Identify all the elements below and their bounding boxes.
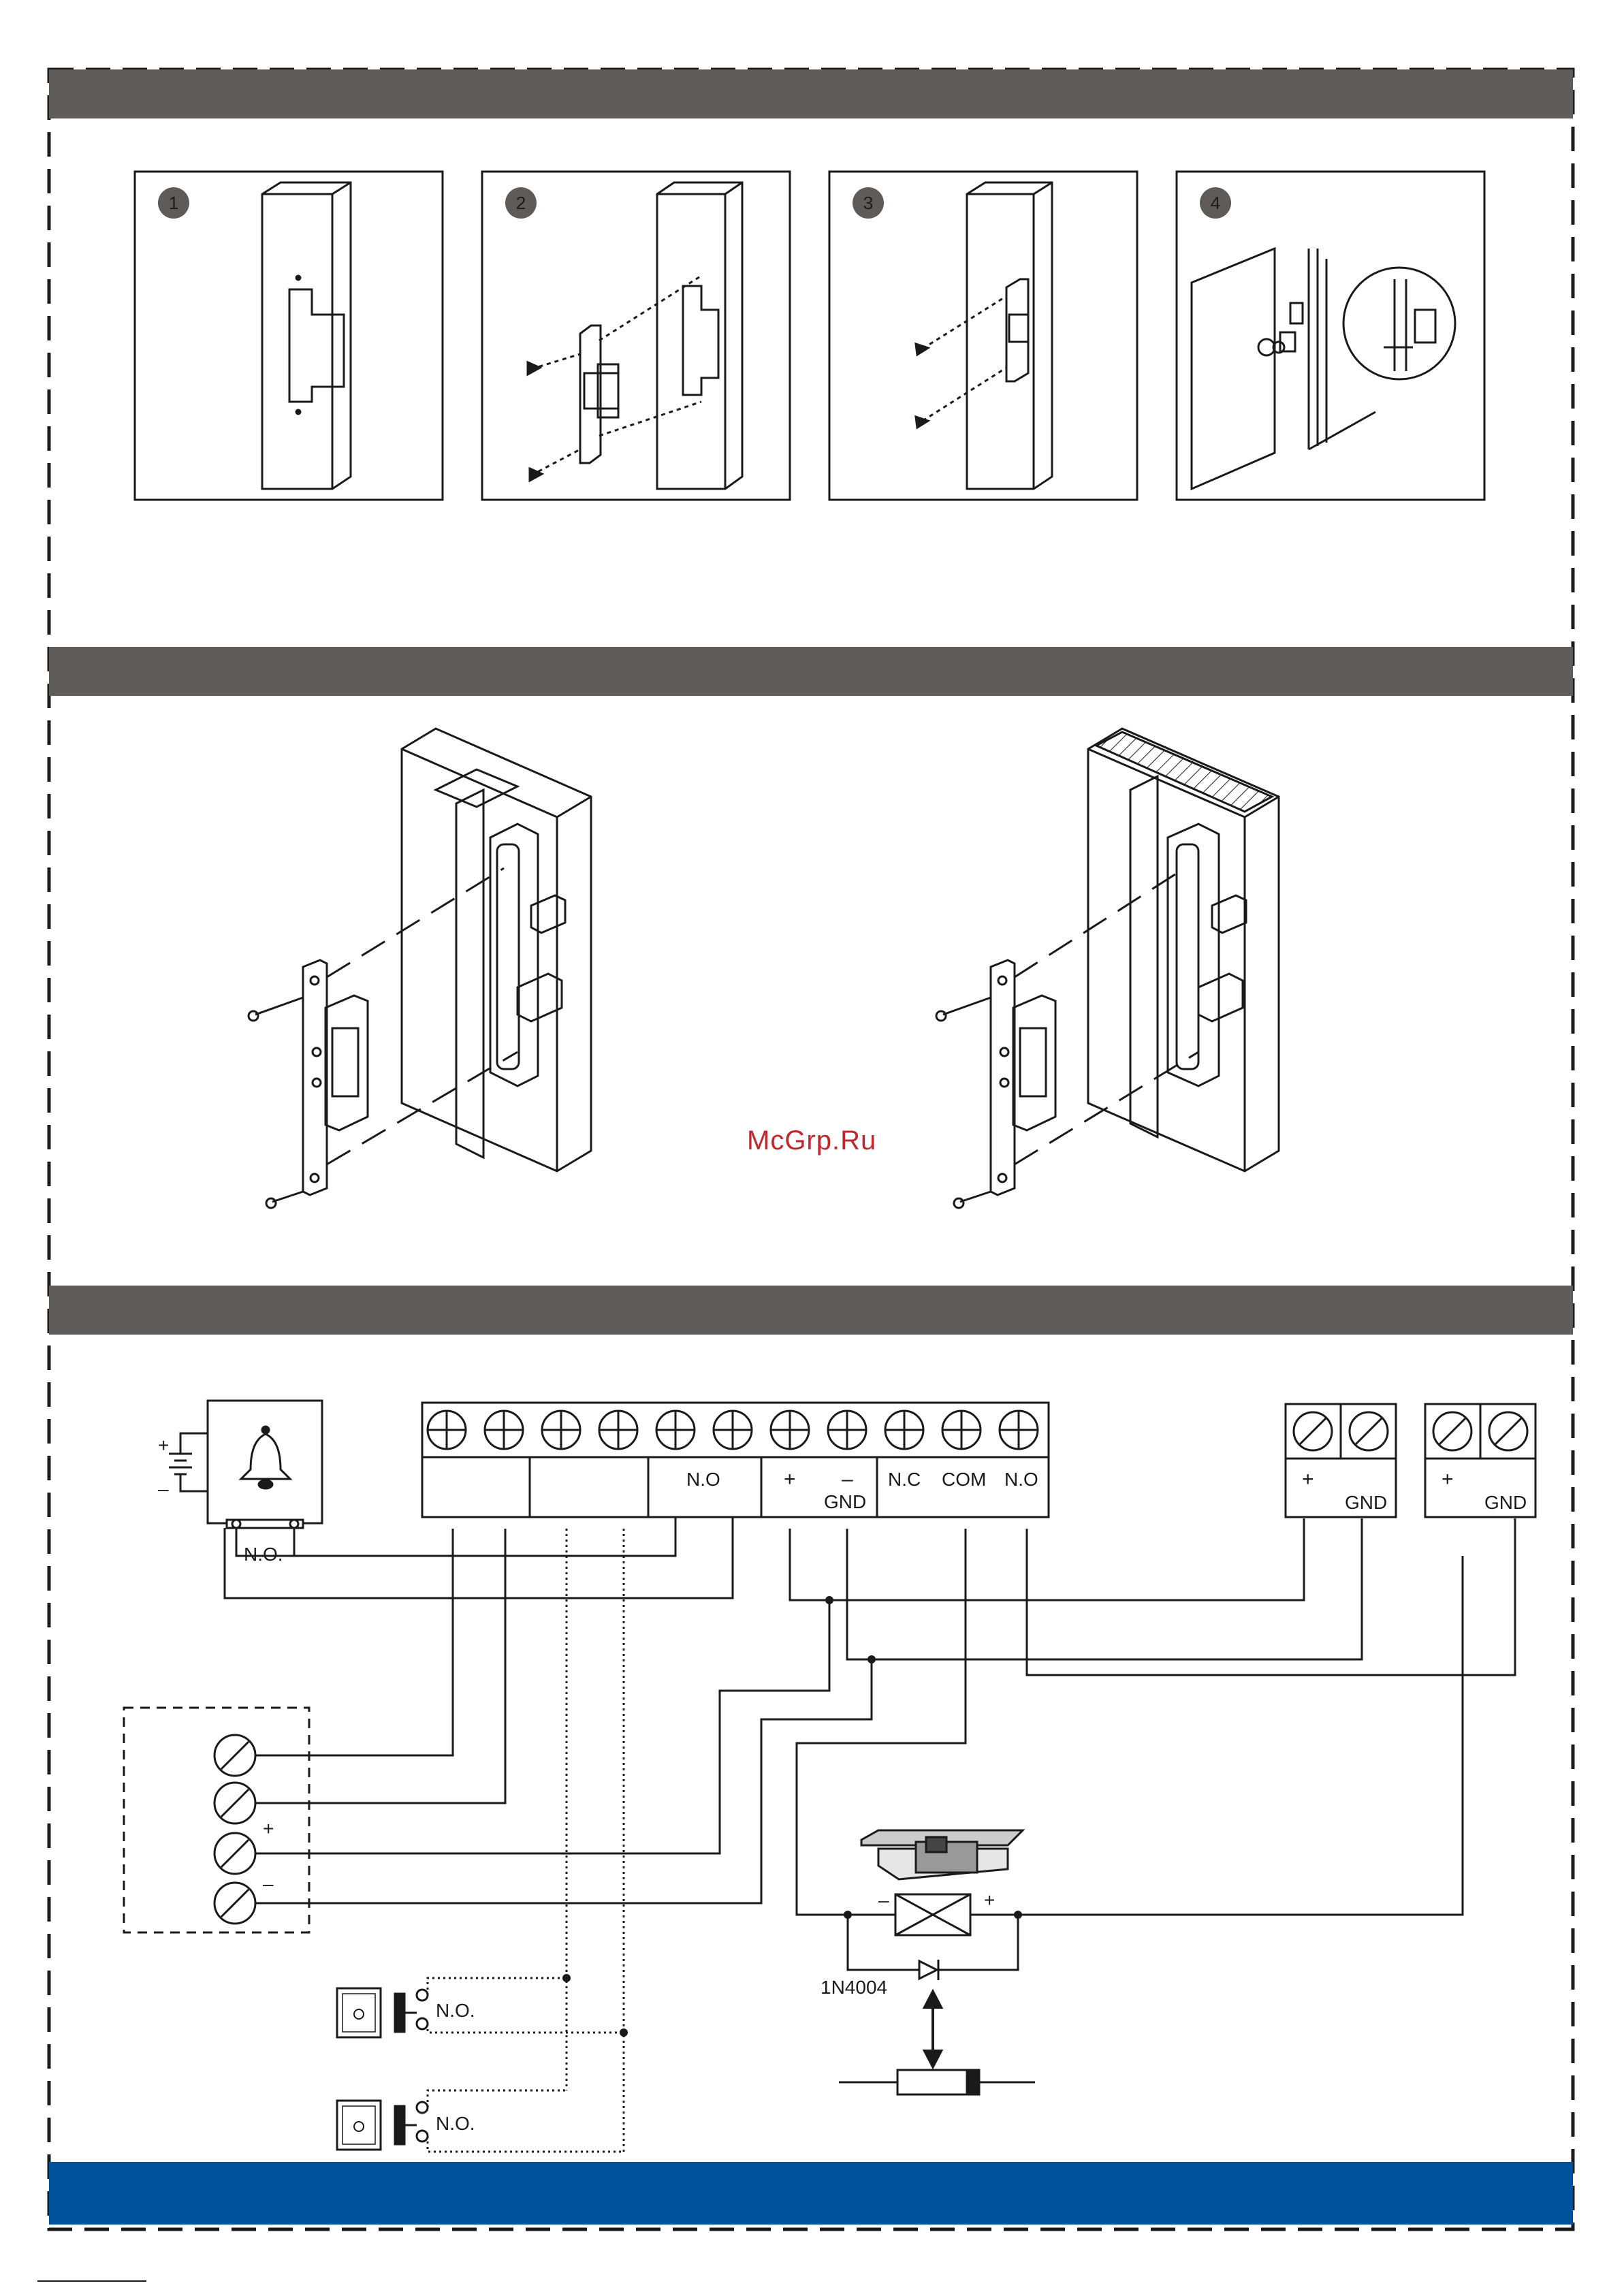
diode-symbol xyxy=(848,1913,1018,1980)
relay-nc-label: N.C xyxy=(888,1469,921,1490)
reader-minus-label: – xyxy=(263,1873,274,1894)
electric-strike-lock xyxy=(861,1830,1023,1879)
exit-button-1 xyxy=(337,1988,428,2037)
install-step-panel-2: 2 xyxy=(482,172,790,500)
exit-button-2 xyxy=(337,2101,428,2150)
doorbell-no-label: N.O. xyxy=(244,1544,283,1565)
doorbell-battery xyxy=(169,1433,208,1491)
wiring-lines xyxy=(225,1517,1515,1915)
section-header-bar-2 xyxy=(49,647,1573,696)
frame-mounting-left xyxy=(249,729,591,1208)
diode-component xyxy=(839,2070,1035,2094)
exit-button-2-no-label: N.O. xyxy=(436,2113,475,2134)
svg-text:1: 1 xyxy=(169,193,178,213)
battery-plus-label: + xyxy=(158,1435,169,1456)
terminal-gnd-label: GND xyxy=(824,1491,866,1512)
battery-minus-label: – xyxy=(158,1478,169,1499)
ps2-gnd-label: GND xyxy=(1484,1492,1527,1513)
svg-text:4: 4 xyxy=(1211,193,1220,213)
terminal-no-label: N.O xyxy=(686,1469,720,1490)
terminal-minus-label: – xyxy=(842,1468,853,1491)
ps1-gnd-label: GND xyxy=(1345,1492,1387,1513)
install-step-panel-4: 4 xyxy=(1177,172,1484,500)
relay-com-label: COM xyxy=(942,1469,986,1490)
lock-plus-label: + xyxy=(984,1890,995,1911)
doorbell xyxy=(208,1401,322,1528)
diode-label: 1N4004 xyxy=(821,1977,887,1998)
section-header-bar-1 xyxy=(49,69,1573,118)
frame-mounting-right xyxy=(936,729,1279,1208)
reader-plus-label: + xyxy=(263,1818,274,1839)
terminal-block xyxy=(422,1403,1049,1517)
section-header-bar-3 xyxy=(49,1286,1573,1335)
svg-text:2: 2 xyxy=(516,193,526,213)
watermark: McGrp.Ru xyxy=(747,1126,876,1156)
install-step-panel-3: 3 xyxy=(829,172,1137,500)
footer-bar xyxy=(49,2162,1573,2225)
terminal-screws xyxy=(428,1411,1038,1449)
exit-button-1-no-label: N.O. xyxy=(436,2000,475,2021)
exit-button-wiring xyxy=(428,1529,624,2152)
lock-coil xyxy=(895,1894,970,1935)
card-reader xyxy=(124,1708,309,1932)
diode-detail-arrow xyxy=(925,1992,941,2067)
install-step-panel-1: 1 xyxy=(135,172,443,500)
svg-text:3: 3 xyxy=(863,193,873,213)
relay-no-label: N.O xyxy=(1004,1469,1038,1490)
lock-minus-label: – xyxy=(878,1890,889,1911)
terminal-plus-label: + xyxy=(784,1468,796,1491)
ps2-plus-label: + xyxy=(1442,1468,1454,1491)
ps1-plus-label: + xyxy=(1302,1468,1314,1491)
